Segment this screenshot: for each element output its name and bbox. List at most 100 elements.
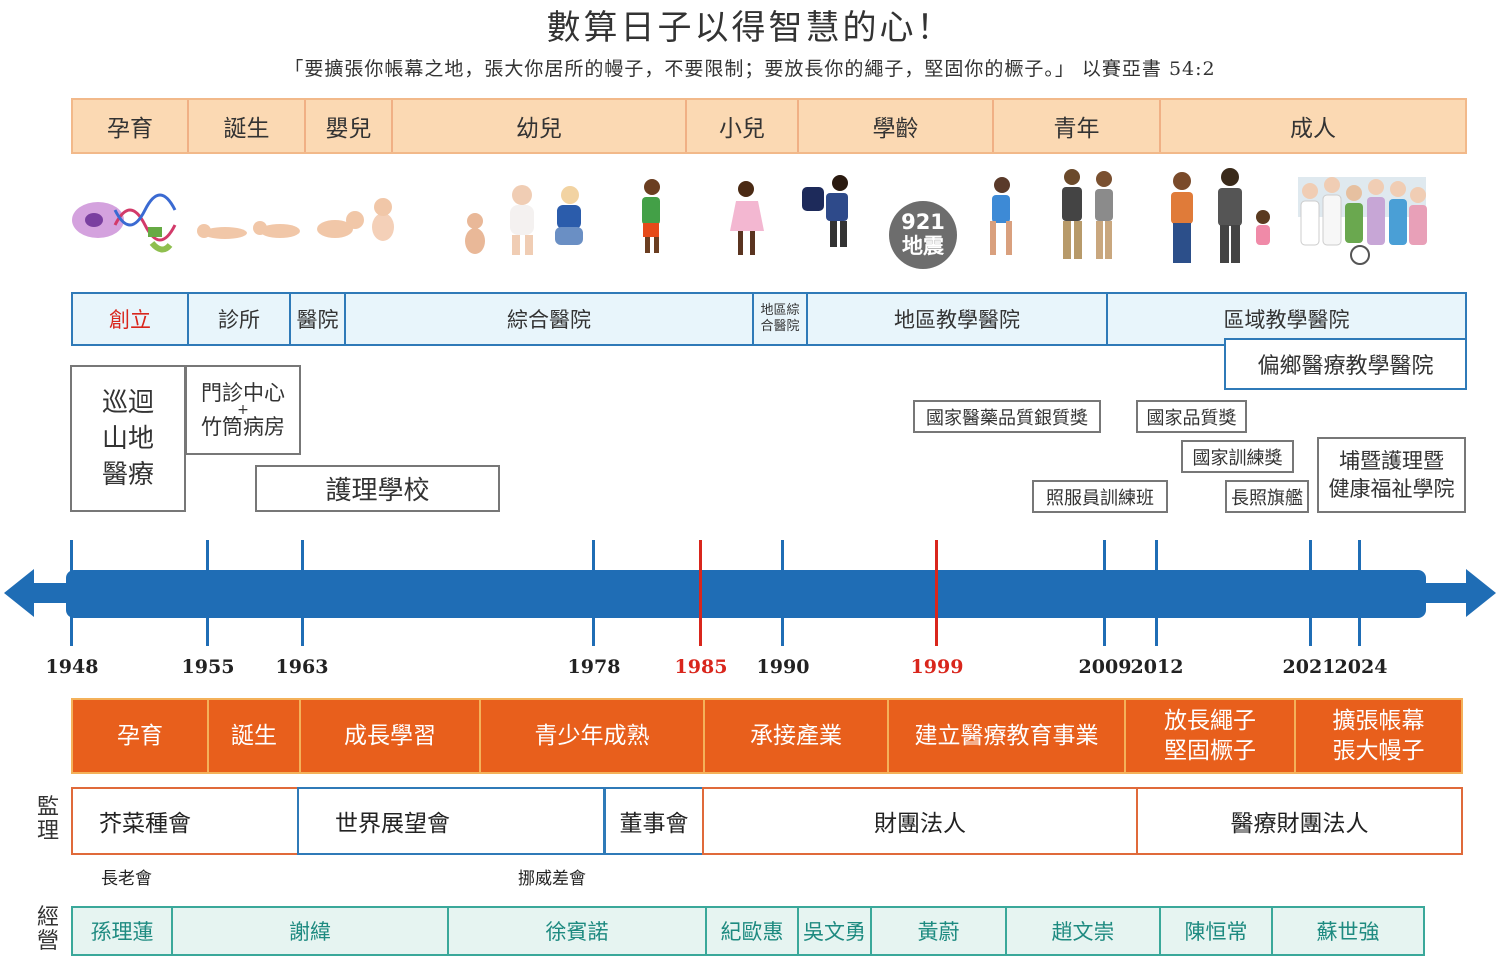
year-tick [1155,540,1158,646]
manager-name: 吳文勇 [797,908,870,954]
year-label: 2009 [1078,656,1132,678]
long-term-care-box: 長照旗艦 [1225,480,1309,513]
life-illustrations: 921 地震 [70,165,1470,270]
life-stage: 青年 [992,100,1159,152]
supervision-label-char: 監 [36,795,59,820]
year-tick [206,540,209,646]
district-general-line1: 地區綜 [760,303,800,318]
hospital-stage-regional-teaching: 區域教學醫院 [1106,294,1465,344]
supervision-label: 監 理 [33,796,63,844]
toddler-illustrations [465,185,583,255]
earthquake-badge-line1: 921 [901,210,945,234]
family-illustration [1171,168,1270,263]
year-tick-highlight [935,540,938,646]
dna-illustration [72,193,177,253]
year-label: 2024 [1334,656,1388,678]
outpatient-center-box: 門診中心 + 竹筒病房 [185,365,301,455]
year-label: 1978 [567,656,621,678]
life-stage: 嬰兒 [304,100,391,152]
hospital-stage-clinic: 診所 [187,294,289,344]
year-label: 1955 [181,656,235,678]
quality-award-box: 國家品質獎 [1136,400,1247,433]
manager-name: 蘇世強 [1271,908,1423,954]
scripture-verse: 「要擴張你帳幕之地，張大你居所的幔子，不要限制；要放長你的繩子，堅固你的橛子。」… [284,58,1216,80]
manager-name: 謝緯 [171,908,447,954]
year-tick [1309,540,1312,646]
hospital-stage-general: 綜合醫院 [344,294,752,344]
year-label: 1990 [756,656,810,678]
year-label-highlight: 1985 [674,656,728,678]
management-label-char: 營 [36,929,59,954]
phase-line: 堅固橛子 [1164,738,1256,764]
manager-name: 紀歐惠 [705,908,797,954]
silver-award-box: 國家醫藥品質銀質獎 [913,400,1101,433]
year-label: 1948 [45,656,99,678]
phase-line: 張大幔子 [1332,738,1425,764]
management-label-char: 經 [36,905,59,930]
phase: 誕生 [207,700,299,772]
manager-name: 徐賓諾 [447,908,705,954]
phase-enlarge-tent: 擴張帳幕 張大幔子 [1294,700,1461,772]
life-stage: 誕生 [187,100,304,152]
phase: 青少年成熟 [479,700,703,772]
supervision-row: 芥菜種會 世界展望會 董事會 財團法人 醫療財團法人 [71,787,1463,855]
care-training-box: 照服員訓練班 [1032,480,1168,513]
manager-name: 孫理蓮 [90,920,154,944]
mountain-line1: 巡迴 [101,387,154,418]
timeline-arrow [4,569,1496,618]
earthquake-badge: 921 地震 [889,201,957,269]
life-stage: 小兒 [685,100,797,152]
child-illustrations [642,175,848,255]
phase-extend-ropes: 放長繩子 堅固橛子 [1124,700,1294,772]
hospital-stage-hospital: 醫院 [289,294,344,344]
young-adult-couple-illustration [1062,169,1113,259]
life-stage: 幼兒 [391,100,685,152]
manager-name: 黃蔚 [870,908,1005,954]
supervision-mustard-seed: 芥菜種會 [71,787,299,855]
phase: 孕育 [117,723,163,749]
college-line2: 健康福祉學院 [1328,477,1455,501]
training-award-box: 國家訓練獎 [1181,440,1294,473]
life-stage: 孕育 [107,116,153,142]
college-box: 埔暨護理暨 健康福祉學院 [1317,437,1466,513]
year-tick [301,540,304,646]
outpatient-plus: + [237,402,249,418]
hospital-stage-founded: 創立 [109,308,151,332]
hospital-stage-district-teaching: 地區教學醫院 [806,294,1106,344]
year-label: 1963 [275,656,329,678]
management-row: 孫理蓮 謝緯 徐賓諾 紀歐惠 吳文勇 黃蔚 趙文崇 陳恒常 蘇世強 [71,906,1425,956]
phase: 成長學習 [299,700,479,772]
nursing-school-box: 護理學校 [255,465,500,512]
hospital-stages-row: 創立 診所 醫院 綜合醫院 地區綜 合醫院 地區教學醫院 區域教學醫院 [71,292,1467,346]
page-title: 數算日子以得智慧的心！ [546,8,954,48]
supervision-world-vision: 世界展望會 [297,787,605,855]
manager-name: 趙文崇 [1005,908,1159,954]
supervision-label-char: 理 [36,819,59,844]
manager-name: 陳恒常 [1159,908,1271,954]
outpatient-line1: 門診中心 [201,381,285,405]
earthquake-badge-line2: 地震 [902,234,945,258]
life-stage: 學齡 [797,100,992,152]
mountain-line2: 山地 [101,423,154,454]
supervision-board: 董事會 [604,787,704,855]
hospital-stage-district-general: 地區綜 合醫院 [752,294,806,344]
year-tick [1358,540,1361,646]
phases-row: 孕育 誕生 成長學習 青少年成熟 承接產業 建立醫療教育事業 放長繩子 堅固橛子… [71,698,1463,774]
year-tick [70,540,73,646]
teen-illustration [990,177,1012,255]
mountain-line3: 醫療 [101,459,154,490]
year-tick [781,540,784,646]
supervision-note-norwegian: 挪威差會 [518,869,586,889]
management-label: 經 營 [33,906,63,954]
supervision-foundation: 財團法人 [702,787,1138,855]
mountain-medical-box: 巡迴 山地 醫療 [70,365,186,512]
infant-illustrations [197,198,394,241]
college-line1: 埔暨護理暨 [1339,449,1444,473]
year-tick [592,540,595,646]
life-stage: 成人 [1159,100,1465,152]
year-label: 2021 [1282,656,1336,678]
adults-group-illustration [1298,177,1427,265]
phase: 承接產業 [703,700,887,772]
year-label: 2012 [1130,656,1184,678]
year-tick-highlight [699,540,702,646]
